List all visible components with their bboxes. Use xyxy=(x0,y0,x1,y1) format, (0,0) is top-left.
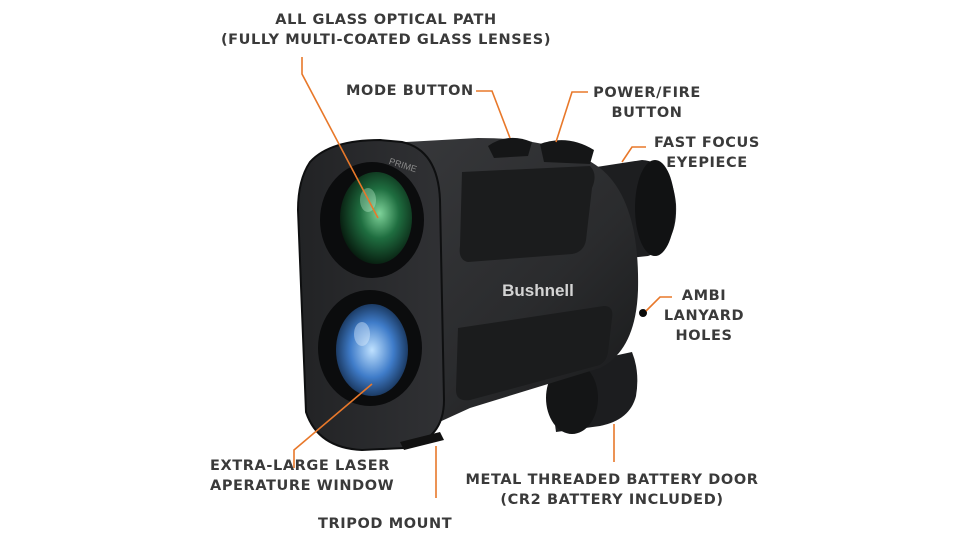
upper-grip xyxy=(459,166,595,262)
leader-fast-focus xyxy=(621,146,646,163)
callout-mode-button: MODE BUTTON xyxy=(346,83,474,99)
callout-glass-path: ALL GLASS OPTICAL PATH (FULLY MULTI-COAT… xyxy=(220,12,552,48)
callout-lanyard: AMBI LANYARD HOLES xyxy=(663,288,745,344)
eyepiece-ring xyxy=(635,160,675,256)
leader-mode-button xyxy=(476,90,511,139)
mode-button xyxy=(488,137,532,158)
leader-glass-path xyxy=(301,57,379,219)
objective-lens xyxy=(340,172,412,264)
lanyard-hole xyxy=(639,309,647,317)
callout-tripod: TRIPOD MOUNT xyxy=(318,516,453,532)
laser-window-lens xyxy=(336,304,408,396)
callout-laser-window: EXTRA-LARGE LASER APERATURE WINDOW xyxy=(210,458,395,494)
callout-battery-door: METAL THREADED BATTERY DOOR (CR2 BATTERY… xyxy=(465,472,759,508)
lower-grip xyxy=(456,306,613,401)
leader-laser-window xyxy=(293,383,373,468)
power-fire-button xyxy=(540,140,594,164)
leader-lanyard xyxy=(645,296,672,312)
tripod-mount xyxy=(400,432,444,450)
laser-glare xyxy=(354,322,370,346)
brand-logo: Bushnell xyxy=(502,281,574,300)
callout-fast-focus: FAST FOCUS EYEPIECE xyxy=(654,135,760,171)
leader-power-fire xyxy=(555,91,588,143)
callout-power-fire: POWER/FIRE BUTTON xyxy=(593,85,701,121)
